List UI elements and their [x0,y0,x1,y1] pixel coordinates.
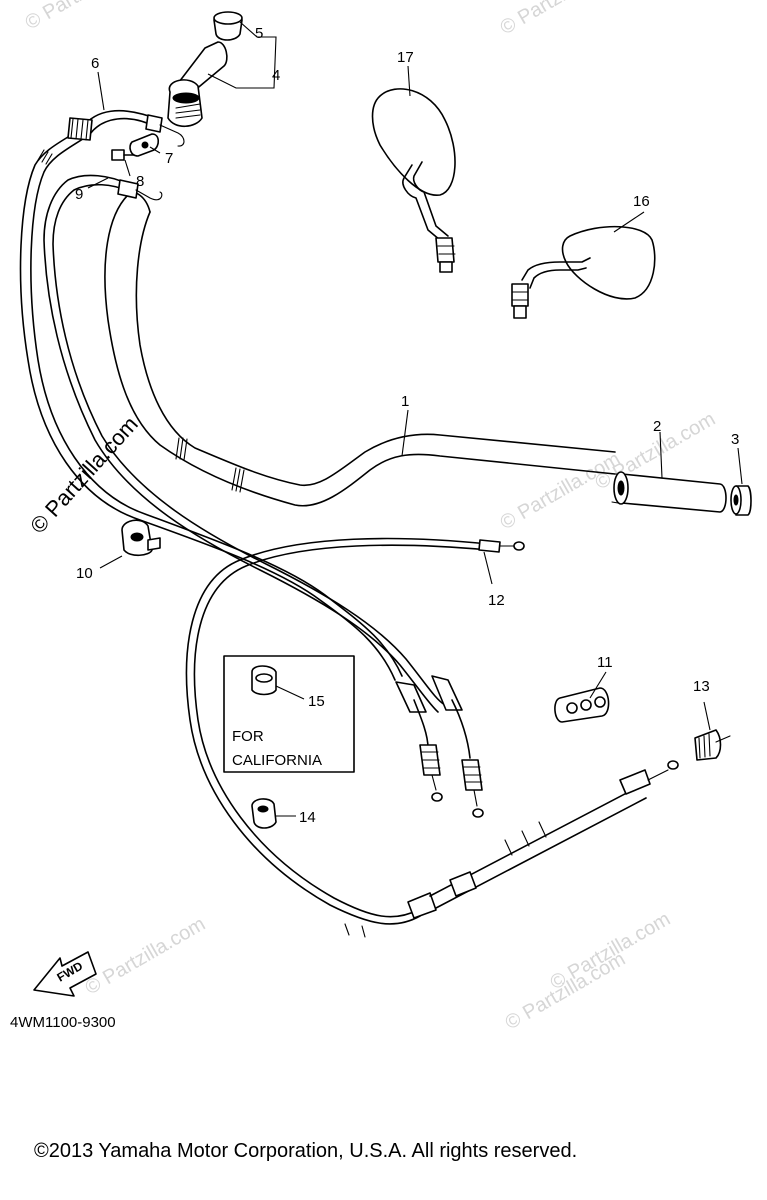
callout-11: 11 [597,654,613,671]
throttle-cables [19,109,446,713]
holder-11 [554,687,610,723]
watermark-top-left: © Partzilla.com [22,0,150,34]
callout-3: 3 [731,431,739,448]
bar-end [730,485,752,516]
callout-7: 7 [165,150,173,167]
clutch-cable [185,537,731,938]
cable-bracket [111,133,160,161]
diagram-part-code: 4WM1100-9300 [10,1014,116,1031]
callout-15: 15 [308,693,325,710]
leader-lines [87,21,743,817]
watermark-bottom-right-2: © Partzilla.com [547,908,675,994]
callout-9: 9 [75,186,83,203]
clamp-10 [121,519,161,557]
callout-13: 13 [693,678,710,695]
watermark-bottom-left: © Partzilla.com [82,913,210,999]
callout-5: 5 [255,25,263,42]
mirror-left [511,225,656,319]
grip [611,471,727,513]
callout-16: 16 [633,193,650,210]
mirror-right [371,88,456,273]
watermark-top-right: © Partzilla.com [497,0,625,39]
california-box-line2: CALIFORNIA [232,752,322,769]
callout-14: 14 [299,809,316,826]
california-box-line1: FOR [232,728,264,745]
callout-1: 1 [401,393,409,410]
callout-8: 8 [136,173,144,190]
throttle-cable-ends [395,675,484,818]
watermark-side: © Partzilla.com [25,411,143,538]
callout-10: 10 [76,565,93,582]
throttle-grip [167,11,243,128]
copyright-notice: ©2013 Yamaha Motor Corporation, U.S.A. A… [34,1140,578,1162]
california-box: FOR CALIFORNIA [223,655,355,773]
callout-4: 4 [272,67,280,84]
callout-17: 17 [397,49,414,66]
callout-6: 6 [91,55,99,72]
callout-12: 12 [488,592,505,609]
callout-numbers: 1 2 3 4 5 6 7 8 9 10 11 12 13 14 15 16 1… [75,25,739,826]
handlebar [104,191,616,507]
clamp-14 [251,798,277,829]
callout-2: 2 [653,418,661,435]
fwd-arrow: FWD [33,951,97,997]
